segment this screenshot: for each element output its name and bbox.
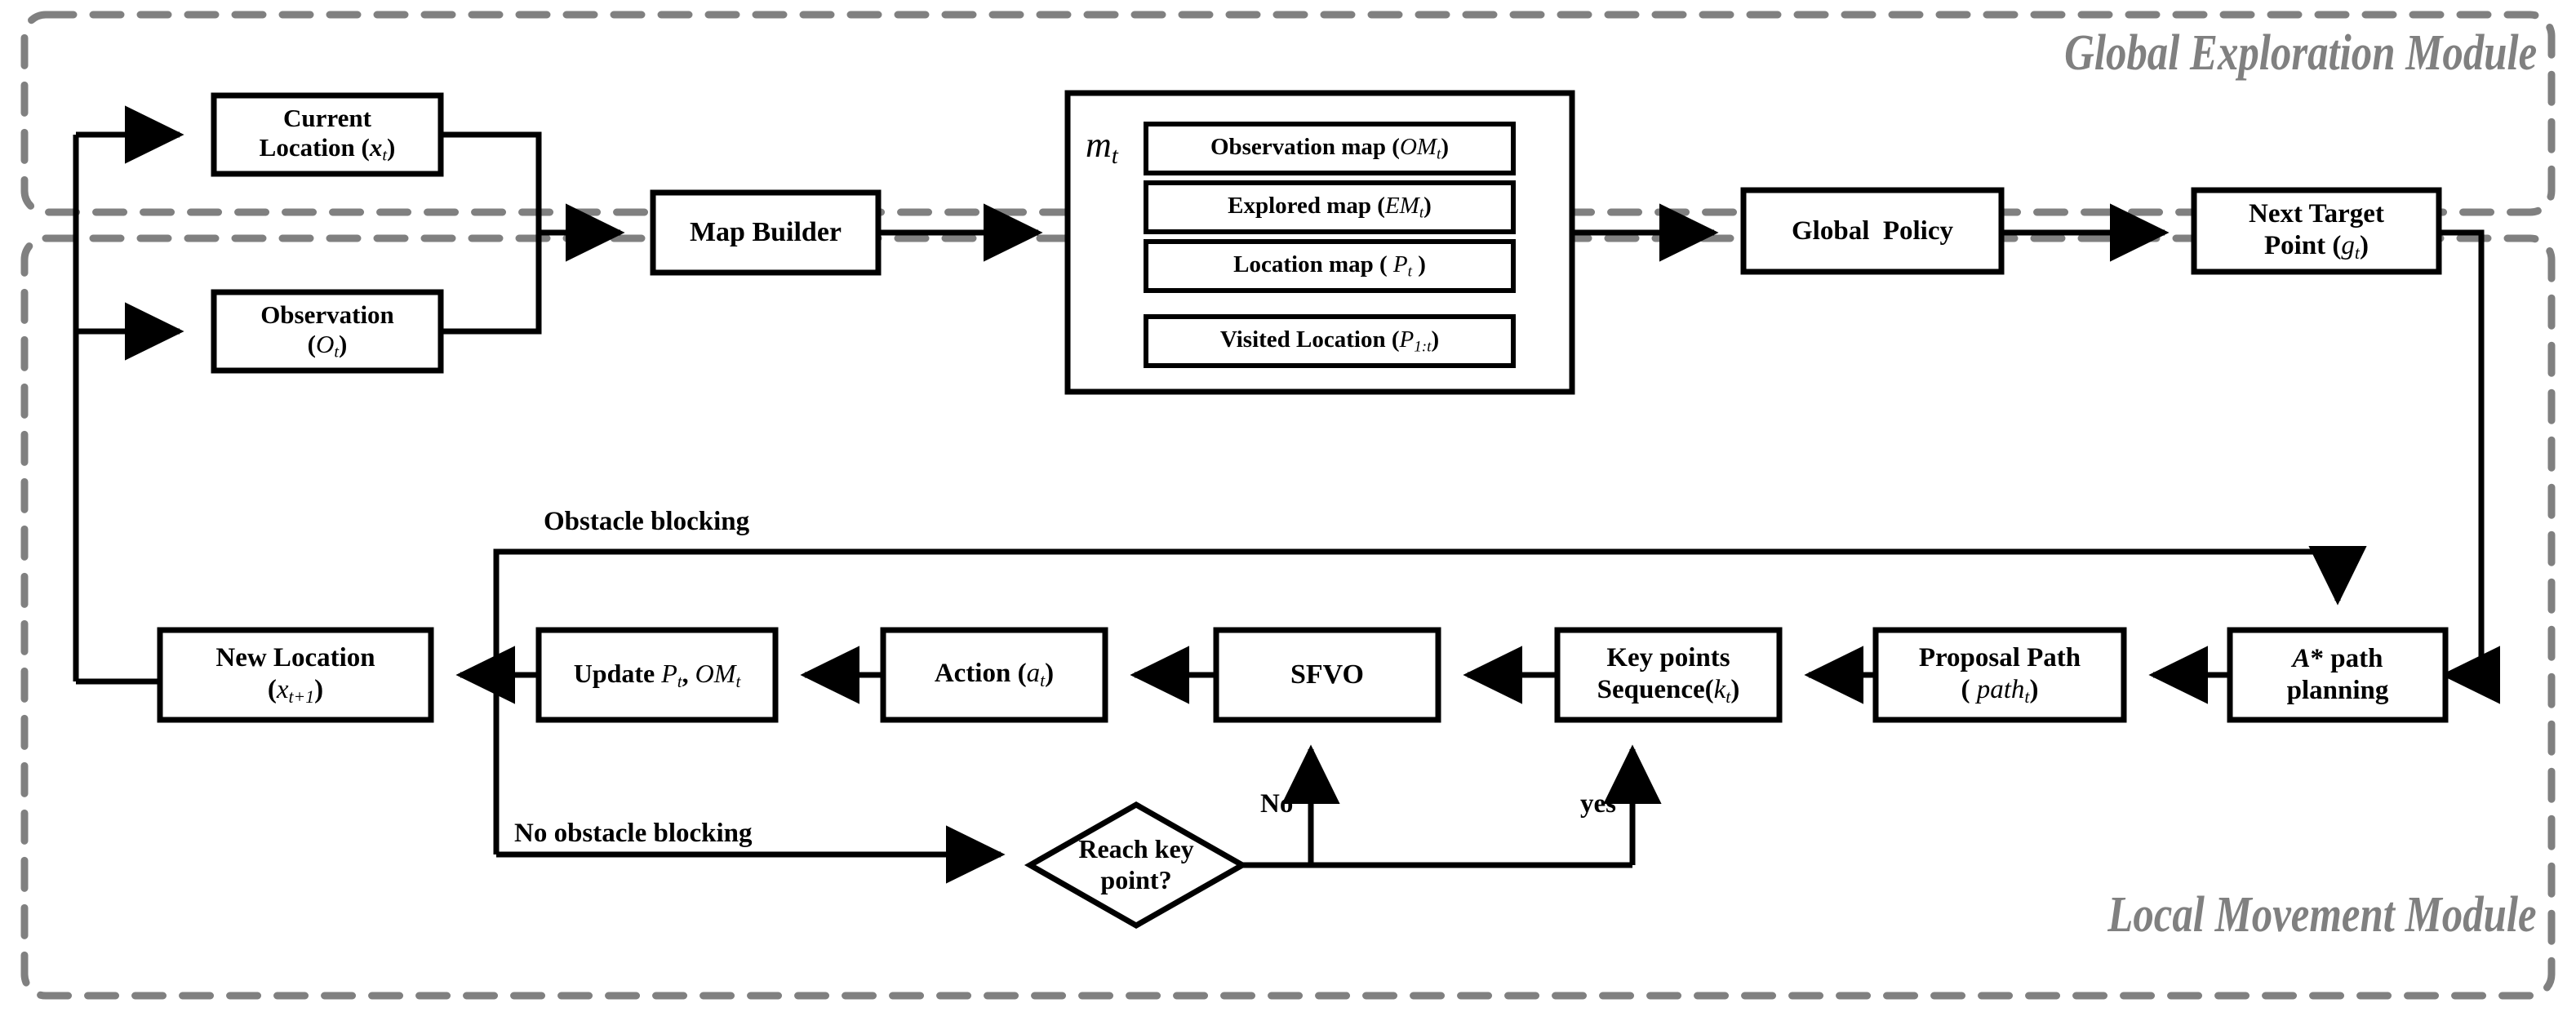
edge-label-no-obstacle-blocking: No obstacle blocking (514, 819, 753, 848)
node-visited-location[interactable] (1144, 314, 1516, 368)
node-next-target-point[interactable] (2191, 187, 2442, 275)
edge-obstacle-blocking (493, 545, 2367, 854)
node-observation-map[interactable] (1144, 122, 1516, 175)
edge-label-yes: yes (1580, 789, 1616, 819)
node-action[interactable] (880, 627, 1108, 723)
edge-label-obstacle-blocking: Obstacle blocking (544, 507, 750, 536)
global-module-title: Global Exploration Module (2063, 25, 2537, 81)
edge-observation-to-map-builder (441, 233, 542, 335)
node-key-points[interactable] (1554, 627, 1783, 723)
node-decision-reach-key-point[interactable] (1024, 801, 1249, 930)
node-sfvo[interactable] (1213, 627, 1441, 723)
node-explored-map[interactable] (1144, 180, 1516, 234)
local-module-title: Local Movement Module (2107, 887, 2537, 943)
node-observation[interactable] (211, 289, 444, 374)
edge-next-target-to-astar (2439, 229, 2501, 704)
node-location-map[interactable] (1144, 239, 1516, 293)
node-map-builder[interactable] (650, 189, 882, 276)
node-new-location[interactable] (157, 627, 434, 723)
edge-label-no: No (1260, 789, 1294, 819)
node-update[interactable] (535, 627, 779, 723)
node-global-policy[interactable] (1740, 187, 2005, 275)
map-group-sub: t (1111, 143, 1118, 170)
map-group-var: m (1086, 125, 1112, 165)
node-proposal-path[interactable] (1872, 627, 2127, 723)
edge-current-location-to-map-builder (441, 131, 625, 262)
map-group-label: mt (1086, 124, 1118, 170)
node-astar-path-planning[interactable] (2227, 627, 2449, 723)
node-current-location[interactable] (211, 92, 444, 177)
